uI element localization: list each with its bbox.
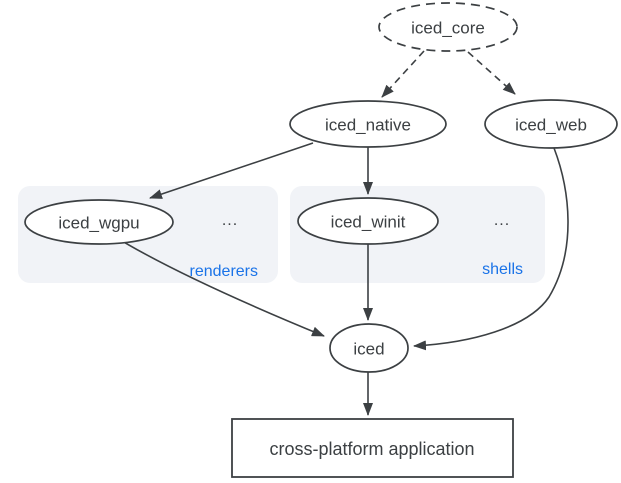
iced-web-ellipse <box>484 99 618 149</box>
edge-iced-native-to-iced-wgpu <box>149 142 314 199</box>
iced-winit-ellipse <box>297 197 439 245</box>
iced-winit-label: iced_winit <box>331 213 406 232</box>
iced-label: iced <box>353 340 384 359</box>
node-cross-platform-application: cross-platform application <box>231 418 514 478</box>
edge-iced-core-to-iced-web <box>467 51 516 95</box>
renderers-ellipsis: ... <box>222 212 238 229</box>
edge-iced-wgpu-to-iced <box>121 240 325 337</box>
iced-wgpu-label: iced_wgpu <box>58 214 139 233</box>
app-rect <box>231 418 514 478</box>
iced-core-label: iced_core <box>411 19 485 38</box>
iced-ellipse <box>329 323 409 373</box>
node-iced-web: iced_web <box>484 99 618 149</box>
app-label: cross-platform application <box>269 439 474 459</box>
node-iced-winit: iced_winit <box>297 197 439 245</box>
shells-ellipsis: ... <box>494 212 510 229</box>
node-iced: iced <box>329 323 409 373</box>
renderers-group-label: renderers <box>190 263 258 280</box>
iced-core-ellipse <box>378 2 518 52</box>
node-iced-native: iced_native <box>289 100 447 148</box>
node-iced-wgpu: iced_wgpu <box>24 199 174 245</box>
edge-iced-core-to-iced-native <box>381 50 425 98</box>
node-iced-core: iced_core <box>378 2 518 52</box>
iced-web-label: iced_web <box>515 116 587 135</box>
edge-iced-web-to-iced <box>413 147 569 351</box>
iced-native-label: iced_native <box>325 116 411 135</box>
shells-group-label: shells <box>482 261 523 278</box>
iced-wgpu-ellipse <box>24 199 174 245</box>
iced-native-ellipse <box>289 100 447 148</box>
